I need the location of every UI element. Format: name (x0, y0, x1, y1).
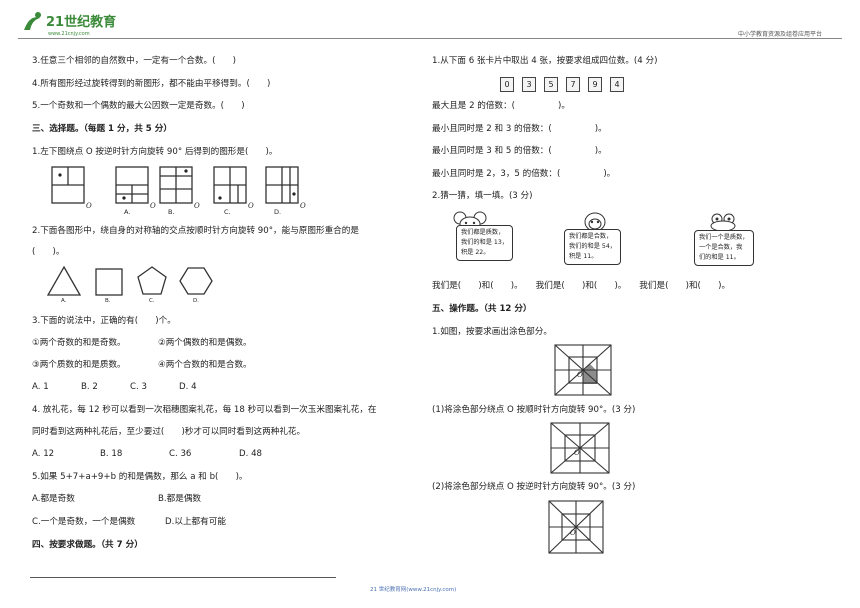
number-card: 5 (544, 77, 558, 92)
frog-speech-bubble: 我们一个是质数，一个是合数，我们的和是 11。 (694, 230, 754, 266)
number-card: 9 (588, 77, 602, 92)
choice-q3-stmt3: ③两个质数的和是质数。 (32, 360, 126, 370)
footer-divider (30, 577, 336, 578)
frog-icon (710, 213, 736, 232)
svg-text:A.: A. (61, 298, 67, 303)
svg-text:C.: C. (224, 208, 231, 216)
fill-q1-c: 最小且同时是 3 和 5 的倍数：( )。 (432, 146, 607, 156)
number-card: 7 (566, 77, 580, 92)
choice-q3-stmt4: ④两个合数的和是合数。 (158, 360, 252, 370)
choice-q2-shapes: A. B. C. D. (46, 265, 213, 303)
platform-name: 中小学教育资源及组卷应用平台 (737, 31, 822, 38)
choice-q1-figures: O O O O O A. B. C. D. (51, 166, 306, 216)
choice-q5-opt-d: D.以上都有可能 (165, 517, 226, 527)
rotation-grid-clockwise: O (550, 422, 610, 474)
svg-text:O: O (574, 449, 580, 457)
choice-q5-opt-c: C.一个是奇数，一个是偶数 (32, 517, 136, 527)
svg-text:C.: C. (149, 298, 155, 303)
logo-text: 21世纪教育 (46, 14, 116, 30)
fill-q2: 2.猜一猜，填一填。(3 分) (432, 191, 533, 201)
choice-q3-stmt1: ①两个奇数的和是奇数。 (32, 338, 126, 348)
judge-q5: 5.一个奇数和一个偶数的最大公因数一定是奇数。( ) (32, 101, 245, 111)
svg-text:O: O (577, 371, 583, 379)
choice-q4-opt-a: A. 12 (32, 449, 55, 459)
choice-q1: 1.左下图绕点 O 按逆时针方向旋转 90° 后得到的图形是( )。 (32, 147, 278, 157)
svg-text:O: O (86, 202, 92, 210)
choice-q5-opt-a: A.都是奇数 (32, 494, 75, 504)
svg-text:O: O (570, 529, 576, 537)
svg-text:A.: A. (124, 208, 130, 216)
svg-text:O: O (194, 202, 200, 210)
choice-q3: 3.下面的说法中，正确的有( )个。 (32, 316, 176, 326)
rotation-grid-original: O (554, 344, 612, 396)
choice-q4-line1: 4. 放礼花，每 12 秒可以看到一次稻穗图案礼花，每 18 秒可以看到一次玉米… (32, 405, 377, 415)
choice-q2-line1: 2.下面各图形中，绕自身的对称轴的交点按顺时针方向旋转 90°，能与原图形重合的… (32, 226, 359, 236)
judge-q3: 3.任意三个相邻的自然数中，一定有一个合数。( ) (32, 56, 236, 66)
logo-sub: www.21cnjy.com (48, 31, 90, 37)
choice-q2-line2: ( )。 (32, 247, 65, 257)
fill-q1-a: 最大且是 2 的倍数：( )。 (432, 101, 570, 111)
svg-text:O: O (248, 202, 254, 210)
choice-q3-opt-a: A. 1 (32, 382, 49, 392)
monkey-speech-bubble: 我们都是合数，我们的和是 54，积是 11。 (564, 229, 621, 265)
choice-q5-opt-b: B.都是偶数 (158, 494, 202, 504)
mouse-speech-bubble: 我们都是质数，我们的和是 13，积是 22。 (456, 225, 513, 261)
choice-q4-opt-c: C. 36 (169, 449, 192, 459)
choice-q3-opt-b: B. 2 (81, 382, 98, 392)
svg-text:B.: B. (105, 298, 111, 303)
judge-q4: 4.所有图形经过旋转得到的新图形，都不能由平移得到。( ) (32, 79, 271, 89)
number-card: 4 (610, 77, 624, 92)
choice-q4-opt-d: D. 48 (239, 449, 263, 459)
operate-q1: 1.如图，按要求画出涂色部分。 (432, 327, 552, 337)
choice-q3-opt-c: C. 3 (130, 382, 147, 392)
fill-q1-d: 最小且同时是 2，3，5 的倍数：( )。 (432, 169, 616, 179)
fill-q1: 1.从下面 6 张卡片中取出 4 张，按要求组成四位数。(4 分) (432, 56, 658, 66)
choice-q5: 5.如果 5+7+a+9+b 的和是偶数，那么 a 和 b( )。 (32, 472, 248, 482)
site-logo: 21世纪教育 www.21cnjy.com (24, 12, 116, 37)
choice-q4-opt-b: B. 18 (100, 449, 123, 459)
section-4-title: 四、按要求做题。（共 7 分） (32, 540, 143, 550)
fill-q2-answers: 我们是( )和( )。 我们是( )和( )。 我们是( )和( )。 (432, 281, 731, 291)
svg-text:D.: D. (274, 208, 281, 216)
footer-text: 21 世纪教育网(www.21cnjy.com) (370, 587, 457, 593)
section-5-title: 五、操作题。（共 12 分） (432, 304, 532, 314)
rotation-grid-counterclockwise: O (548, 500, 604, 554)
header-divider (18, 38, 842, 39)
section-3-title: 三、选择题。（每题 1 分，共 5 分） (32, 124, 172, 134)
number-card: 3 (522, 77, 536, 92)
fill-q1-b: 最小且同时是 2 和 3 的倍数：( )。 (432, 124, 607, 134)
choice-q3-stmt2: ②两个偶数的和是偶数。 (158, 338, 252, 348)
svg-text:O: O (300, 202, 306, 210)
choice-q4-line2: 同时看到这两种礼花后，至少要过( )秒才可以同时看到这两种礼花。 (32, 427, 306, 437)
svg-text:B.: B. (168, 208, 175, 216)
svg-text:D.: D. (193, 298, 199, 303)
operate-q1-part1: (1)将涂色部分绕点 O 按顺时针方向旋转 90°。(3 分) (432, 405, 636, 415)
operate-q1-part2: (2)将涂色部分绕点 O 按逆时针方向旋转 90°。(3 分) (432, 482, 636, 492)
number-card: 0 (500, 77, 514, 92)
choice-q3-opt-d: D. 4 (179, 382, 197, 392)
svg-text:O: O (150, 202, 156, 210)
